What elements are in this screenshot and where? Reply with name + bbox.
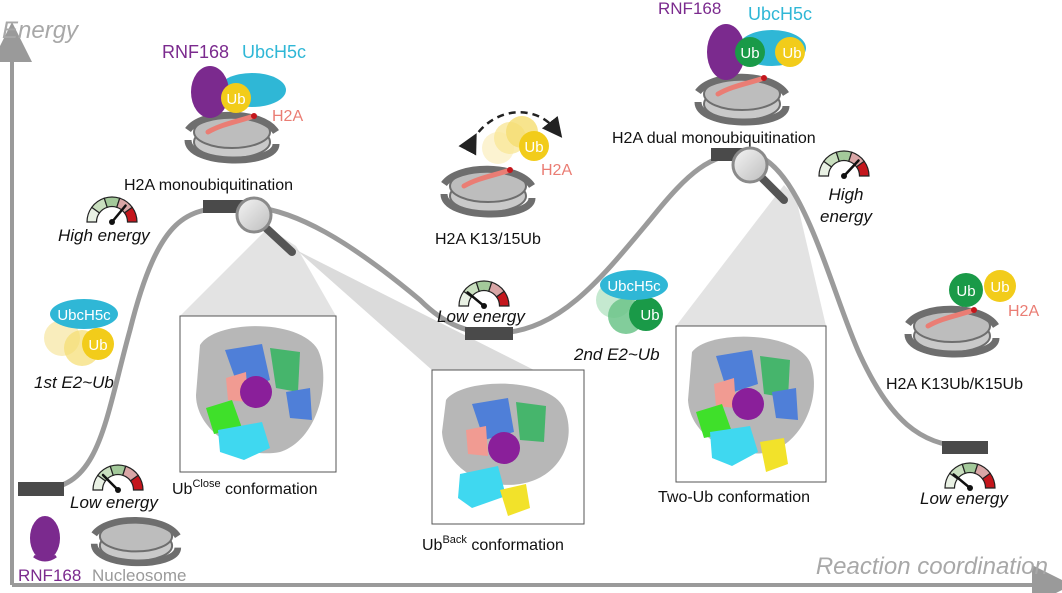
ub-sphere-mono bbox=[221, 83, 251, 113]
energy-label-mono: High energy bbox=[58, 226, 151, 245]
energy-label-k1315: Low energy bbox=[437, 307, 526, 326]
state-k1315: Ub H2A H2A K13/15Ub Low energy UbBack co… bbox=[422, 111, 572, 554]
state-first-e2: UbcH5c Ub 1st E2~Ub bbox=[34, 299, 118, 392]
rnf168-blob bbox=[30, 516, 60, 560]
structure-box-close bbox=[179, 315, 337, 473]
gauge-k1315 bbox=[458, 280, 510, 309]
gauge-mono bbox=[86, 196, 138, 225]
structure-box-back bbox=[431, 369, 585, 525]
nucleosome-dual bbox=[694, 73, 790, 126]
ubch5c-blob-second bbox=[600, 270, 668, 300]
mono-label: H2A monoubiquitination bbox=[124, 177, 293, 194]
structure-box-twoub bbox=[675, 325, 827, 483]
ub-sphere-final bbox=[949, 273, 983, 307]
ub-label-dual: Ub bbox=[740, 45, 759, 62]
final-label: H2A K13Ub/K15Ub bbox=[886, 376, 1023, 393]
ub-sphere-second bbox=[629, 297, 663, 331]
ub-label-first: Ub bbox=[88, 337, 107, 354]
rnf168-label-mono: RNF168 bbox=[162, 42, 229, 62]
structure-label-close: UbClose conformation bbox=[172, 478, 318, 498]
state-mono: RNF168 UbcH5c Ub H2A H2A monoubiquitinat… bbox=[58, 42, 318, 498]
ub-sphere-dual bbox=[735, 37, 765, 67]
gauge-start bbox=[92, 464, 144, 493]
nucleosome-mono bbox=[184, 111, 280, 164]
level-bar-k1315 bbox=[465, 327, 513, 340]
nucleosomes bbox=[90, 73, 1000, 567]
ub-label-k1315: Ub bbox=[524, 139, 543, 156]
x-axis-label: Reaction coordination bbox=[816, 553, 1048, 580]
ub-label-mono: Ub bbox=[226, 91, 245, 108]
magnifier-dual bbox=[731, 146, 788, 204]
level-bar-final bbox=[942, 441, 988, 454]
structure-label-back: UbBack conformation bbox=[422, 534, 564, 554]
energy-gauges bbox=[86, 150, 996, 493]
level-bar-start bbox=[18, 482, 64, 496]
energy-label-dual-line1: High bbox=[829, 185, 864, 204]
rnf168-label-dual: RNF168 bbox=[658, 0, 721, 18]
nucleosome-k1315 bbox=[440, 165, 536, 218]
gauge-final bbox=[944, 462, 996, 491]
second-e2-label: 2nd E2~Ub bbox=[573, 345, 660, 364]
state-second-e2: UbcH5c Ub 2nd E2~Ub bbox=[573, 270, 668, 364]
ubch5c-label-second: UbcH5c bbox=[607, 278, 661, 295]
ub-label-final: Ub bbox=[956, 283, 975, 300]
energy-label-start: Low energy bbox=[70, 493, 159, 512]
ub-sphere-k1315 bbox=[519, 131, 549, 161]
nucleosome-start bbox=[90, 517, 182, 567]
rnf168-blob-dual bbox=[707, 24, 745, 80]
nucleosome-label-start: Nucleosome bbox=[92, 566, 187, 585]
ubch5c-label-first: UbcH5c bbox=[57, 307, 111, 324]
rnf168-blob-mono bbox=[191, 66, 229, 118]
ub-label-second: Ub bbox=[640, 307, 659, 324]
ubch5c-label-mono: UbcH5c bbox=[242, 42, 306, 62]
dual-label: H2A dual monoubiquitination bbox=[612, 130, 816, 147]
state-start: RNF168 Nucleosome Low energy bbox=[18, 493, 187, 585]
first-e2-label: 1st E2~Ub bbox=[34, 373, 114, 392]
ub-sphere bbox=[82, 328, 114, 360]
state-dual: RNF168 UbcH5c Ub Ub H2A dual monoubiquit… bbox=[612, 0, 873, 506]
axes: Energy Reaction coordination bbox=[0, 17, 1062, 593]
energy-label-dual-line2: energy bbox=[820, 207, 873, 226]
structure-label-twoub: Two-Ub conformation bbox=[658, 489, 810, 506]
ub2-sphere-final bbox=[984, 270, 1016, 302]
ub2-label-dual: Ub bbox=[782, 45, 801, 62]
ubch5c-blob bbox=[50, 299, 118, 329]
gauge-dual bbox=[818, 150, 870, 179]
ub2-label-final: Ub bbox=[990, 279, 1009, 296]
rnf168-label-start: RNF168 bbox=[18, 566, 81, 585]
nucleosome-final bbox=[904, 305, 1000, 358]
y-axis-label: Energy bbox=[2, 17, 80, 44]
h2a-label-mono: H2A bbox=[272, 108, 303, 125]
energy-label-final: Low energy bbox=[920, 489, 1009, 508]
h2a-label-k1315: H2A bbox=[541, 162, 572, 179]
motion-arrow bbox=[458, 111, 563, 156]
k1315-label: H2A K13/15Ub bbox=[435, 231, 541, 248]
h2a-label-final: H2A bbox=[1008, 303, 1039, 320]
level-bar-mono bbox=[203, 200, 247, 213]
ub2-sphere-dual bbox=[775, 37, 805, 67]
magnifier-mono bbox=[235, 196, 296, 256]
state-final: Ub Ub H2A H2A K13Ub/K15Ub Low energy bbox=[886, 270, 1039, 508]
ubch5c-label-dual: UbcH5c bbox=[748, 4, 812, 24]
zoom-cones bbox=[180, 185, 826, 370]
